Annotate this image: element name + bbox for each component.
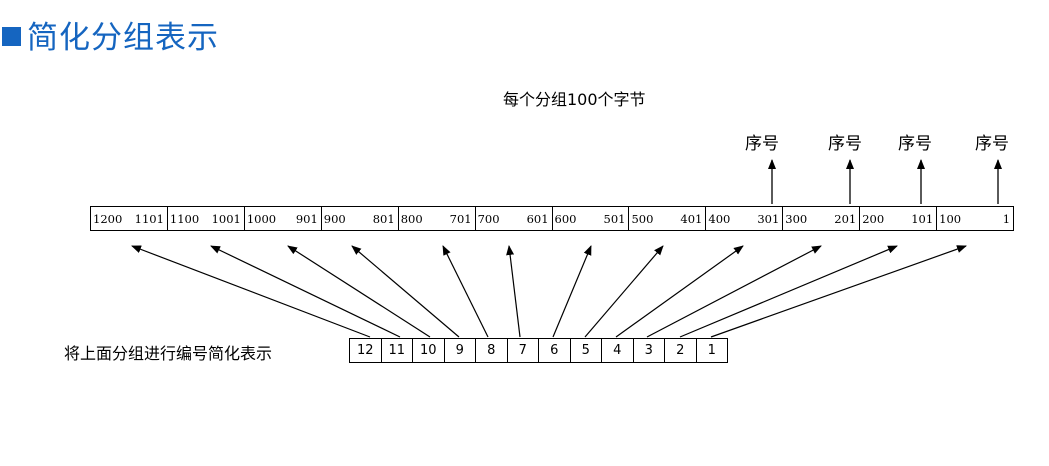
sequence-label: 序号 (745, 134, 779, 154)
mapping-arrow (646, 245, 822, 338)
segment-200-101: 200 101 (860, 207, 938, 230)
segment-1100-1001: 1100 1001 (168, 207, 245, 230)
segment-low: 101 (911, 211, 934, 226)
segment-low: 401 (680, 211, 703, 226)
packet-number: 8 (476, 339, 508, 362)
packet-number: 5 (571, 339, 602, 362)
packet-number-bar: 12 11 10 9 8 7 6 5 4 3 2 1 (349, 338, 728, 363)
square-bullet-icon (2, 27, 21, 46)
mapping-arrow (351, 245, 460, 338)
segment-low: 701 (449, 211, 472, 226)
segment-300-201: 300 201 (783, 207, 861, 230)
packet-number: 12 (350, 339, 382, 362)
segment-low: 601 (526, 211, 549, 226)
page-title: 简化分组表示 (2, 12, 219, 57)
mapping-arrow (210, 245, 401, 338)
packet-number: 7 (508, 339, 539, 362)
packet-size-caption: 每个分组100个字节 (503, 90, 646, 109)
segment-high: 1200 (93, 211, 123, 226)
segment-low: 301 (757, 211, 780, 226)
segment-100-1: 100 1 (937, 207, 1013, 230)
packet-number: 3 (634, 339, 665, 362)
segment-low: 801 (372, 211, 395, 226)
segment-high: 1100 (169, 211, 200, 226)
mapping-arrow (552, 245, 592, 338)
segment-1000-901: 1000 901 (245, 207, 322, 230)
packet-number: 9 (445, 339, 476, 362)
segment-low: 501 (603, 211, 626, 226)
segment-high: 900 (323, 211, 346, 226)
sequence-label: 序号 (975, 134, 1009, 154)
mapping-arrow (710, 245, 967, 338)
segment-700-601: 700 601 (476, 207, 553, 230)
packet-number: 4 (602, 339, 634, 362)
mapping-arrow (584, 245, 664, 338)
packet-number: 11 (382, 339, 413, 362)
segment-low: 1 (1002, 211, 1011, 226)
mapping-arrow (131, 245, 371, 338)
segment-high: 200 (862, 211, 885, 226)
title-text: 简化分组表示 (27, 20, 219, 56)
segment-high: 300 (785, 211, 808, 226)
segment-600-501: 600 501 (553, 207, 630, 230)
segment-1200-1101: 1200 1101 (91, 207, 168, 230)
mapping-arrow (679, 245, 898, 338)
sequence-label: 序号 (828, 134, 862, 154)
segment-high: 800 (400, 211, 423, 226)
segment-low: 1001 (211, 211, 241, 226)
numbering-caption: 将上面分组进行编号简化表示 (64, 344, 273, 363)
segment-low: 201 (834, 211, 857, 226)
packet-number: 6 (539, 339, 571, 362)
segment-high: 500 (631, 211, 654, 226)
segment-high: 700 (477, 211, 500, 226)
mapping-arrow (615, 245, 744, 338)
packet-number: 10 (413, 339, 445, 362)
packet-number: 2 (665, 339, 697, 362)
segment-400-301: 400 301 (706, 207, 784, 230)
segment-900-801: 900 801 (322, 207, 399, 230)
mapping-arrow (287, 245, 431, 338)
segment-800-701: 800 701 (399, 207, 476, 230)
segment-high: 400 (708, 211, 731, 226)
sequence-label: 序号 (898, 134, 932, 154)
segment-high: 600 (554, 211, 577, 226)
segment-low: 901 (295, 211, 318, 226)
segment-high: 100 (939, 211, 962, 226)
mapping-arrow (506, 245, 521, 338)
segment-500-401: 500 401 (629, 207, 707, 230)
segment-high: 1000 (246, 211, 277, 226)
segment-low: 1101 (134, 211, 164, 226)
packet-number: 1 (707, 343, 716, 358)
mapping-arrow (442, 245, 489, 338)
